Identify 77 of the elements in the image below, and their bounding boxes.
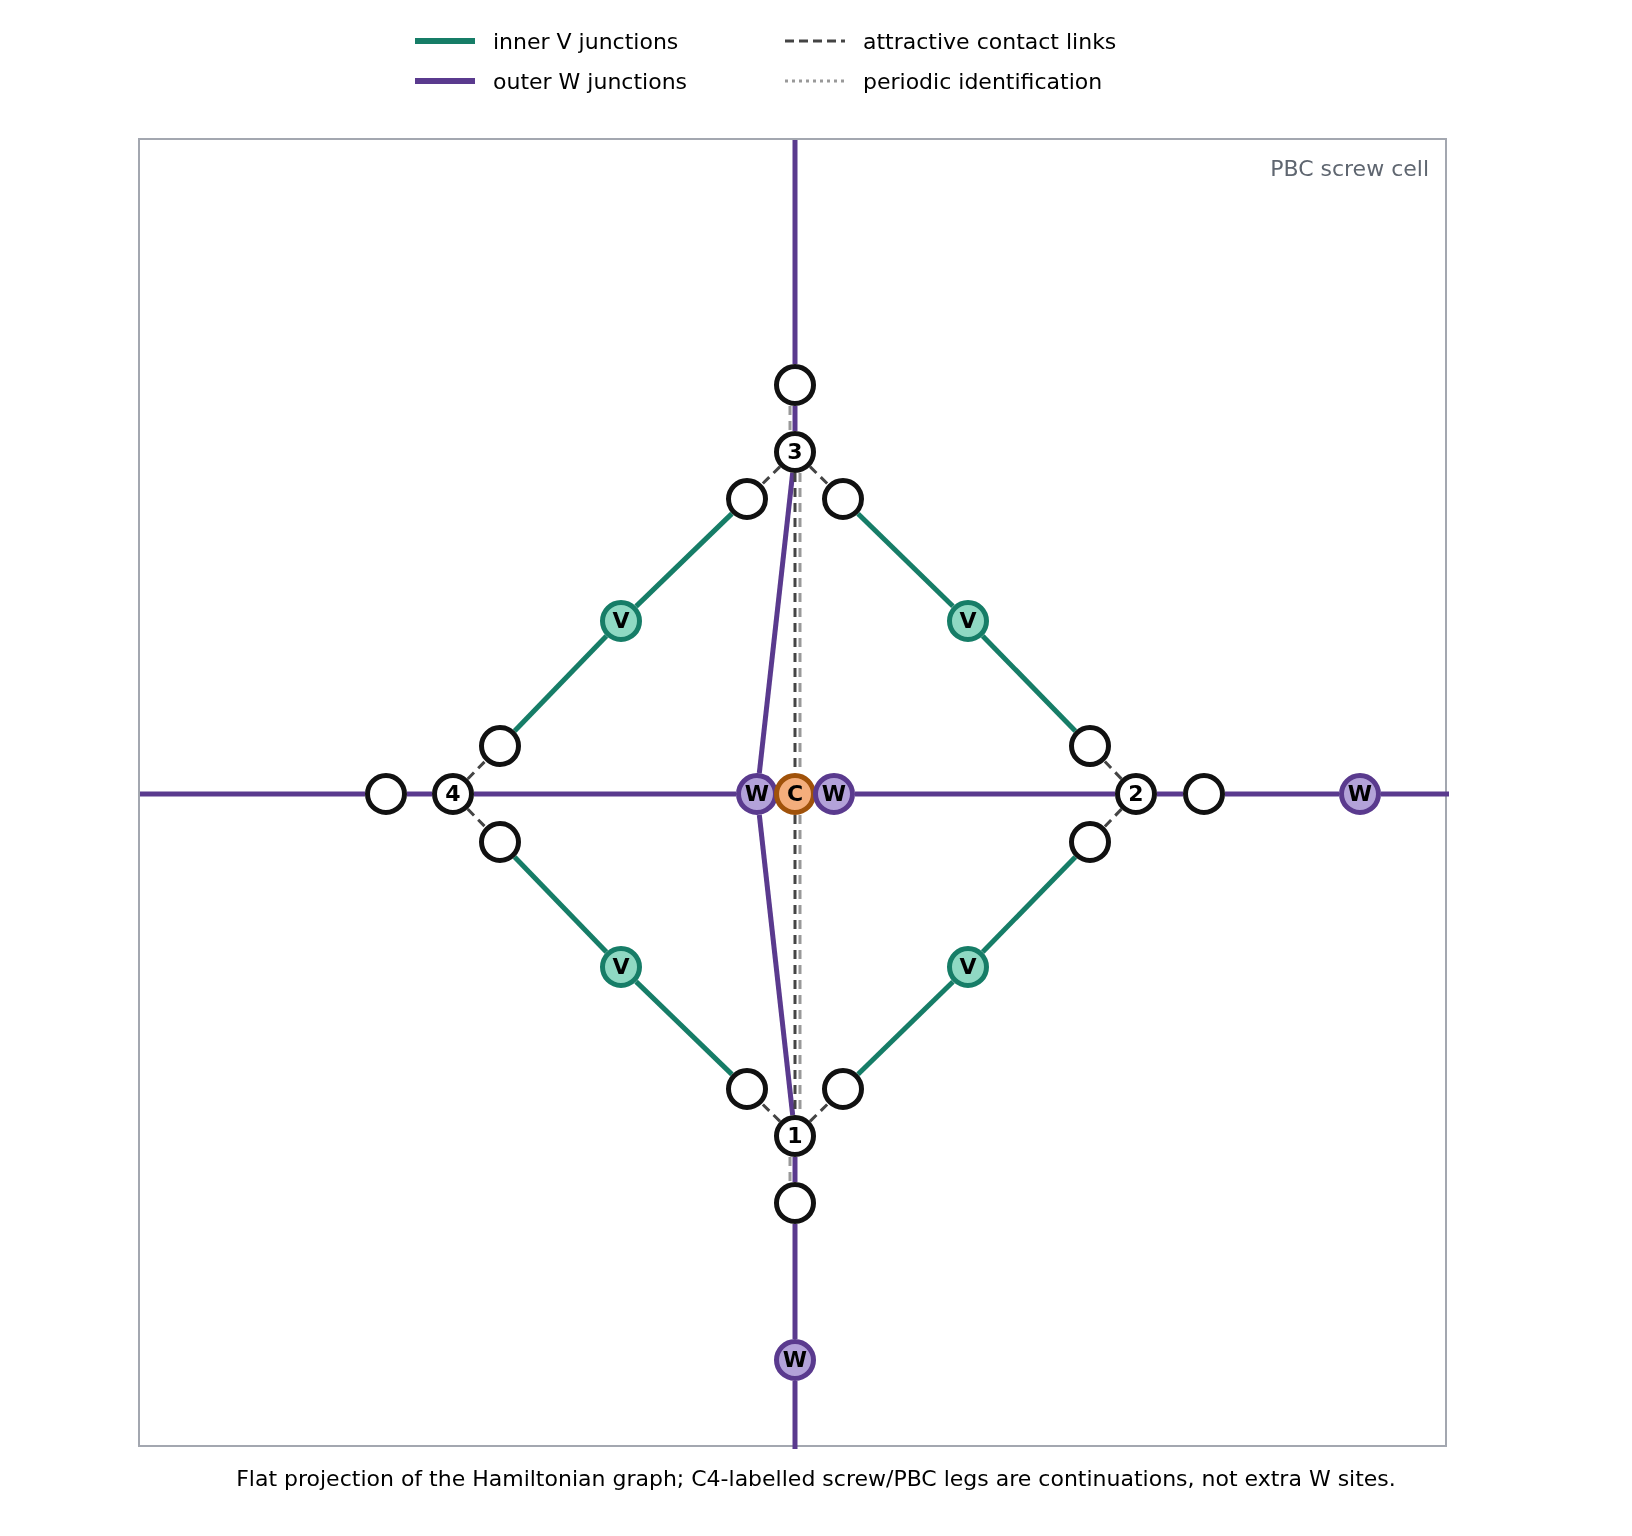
w-junction-node [813,773,855,815]
junction-line [407,791,432,797]
empty-site-circle [774,1182,816,1224]
node-label: W [1347,783,1373,805]
node-label: V [959,956,977,978]
junction-line [512,634,609,733]
empty-site-circle [726,478,768,520]
junction-line [792,1381,798,1449]
empty-site-circle [1183,773,1225,815]
cell-title: PBC screw cell [1270,156,1429,181]
legend-label: outer W junctions [493,68,688,94]
dashed-link [466,759,487,781]
w-junction-node [774,1339,816,1381]
junction-line [1157,791,1183,797]
v-junction-node [947,600,989,642]
center-node [774,773,816,815]
node-label: V [959,610,977,632]
junction-line [1225,791,1339,797]
v-junction-node [600,600,642,642]
legend-label: inner V junctions [493,28,679,54]
empty-site-circle [1069,821,1111,863]
junction-line [756,814,796,1116]
junction-line [792,140,798,364]
empty-site-circle [774,364,816,406]
empty-site-circle [365,773,407,815]
w-junction-node [736,773,778,815]
cell-frame [138,138,1447,1447]
dashed-link [808,1102,830,1123]
empty-site-circle [726,1068,768,1110]
legend-label: attractive contact links [863,28,1117,54]
node-label: C [786,783,804,805]
junction-line [792,1157,798,1182]
node-label: V [612,956,630,978]
dashed-link [788,1157,792,1182]
empty-site-circle [1069,725,1111,767]
dashed-link [808,465,830,486]
junction-line [474,791,736,797]
v-junction-node [600,946,642,988]
empty-site-circle [822,478,864,520]
junction-line [140,791,365,797]
junction-line [856,511,955,609]
node-label: 2 [1128,783,1144,805]
junction-line [792,406,798,431]
junction-line [980,855,1078,954]
junction-line [1381,791,1449,797]
node-label: W [821,783,847,805]
numbered-junction-node [774,431,816,473]
empty-site-circle [479,725,521,767]
dashed-link [1103,760,1123,780]
w-junction-node [1339,773,1381,815]
junction-line [634,979,734,1077]
v-junction-node [947,946,989,988]
empty-site-circle [479,821,521,863]
node-label: 4 [445,783,461,805]
numbered-junction-node [774,1115,816,1157]
junction-line [634,511,734,609]
dashed-link [1103,808,1123,828]
junction-line [855,791,1115,797]
dashed-link [466,807,487,829]
dashed-link [760,465,782,486]
dashed-link [760,1102,782,1123]
node-label: W [744,783,770,805]
junction-line [792,1224,798,1339]
legend-label: periodic identification [863,68,1103,94]
junction-line [856,979,955,1077]
caption: Flat projection of the Hamiltonian graph; C4-labelled screw/PBC legs are continuations, not extra W sites. [236,1466,1396,1491]
node-label: W [782,1349,808,1371]
junction-line [980,634,1078,733]
node-label: V [612,610,630,632]
junction-line [756,472,796,774]
dashed-link [788,406,792,431]
numbered-junction-node [1115,773,1157,815]
numbered-junction-node [432,773,474,815]
junction-line [512,855,609,954]
empty-site-circle [822,1068,864,1110]
node-label: 3 [787,441,803,463]
node-label: 1 [787,1125,803,1147]
